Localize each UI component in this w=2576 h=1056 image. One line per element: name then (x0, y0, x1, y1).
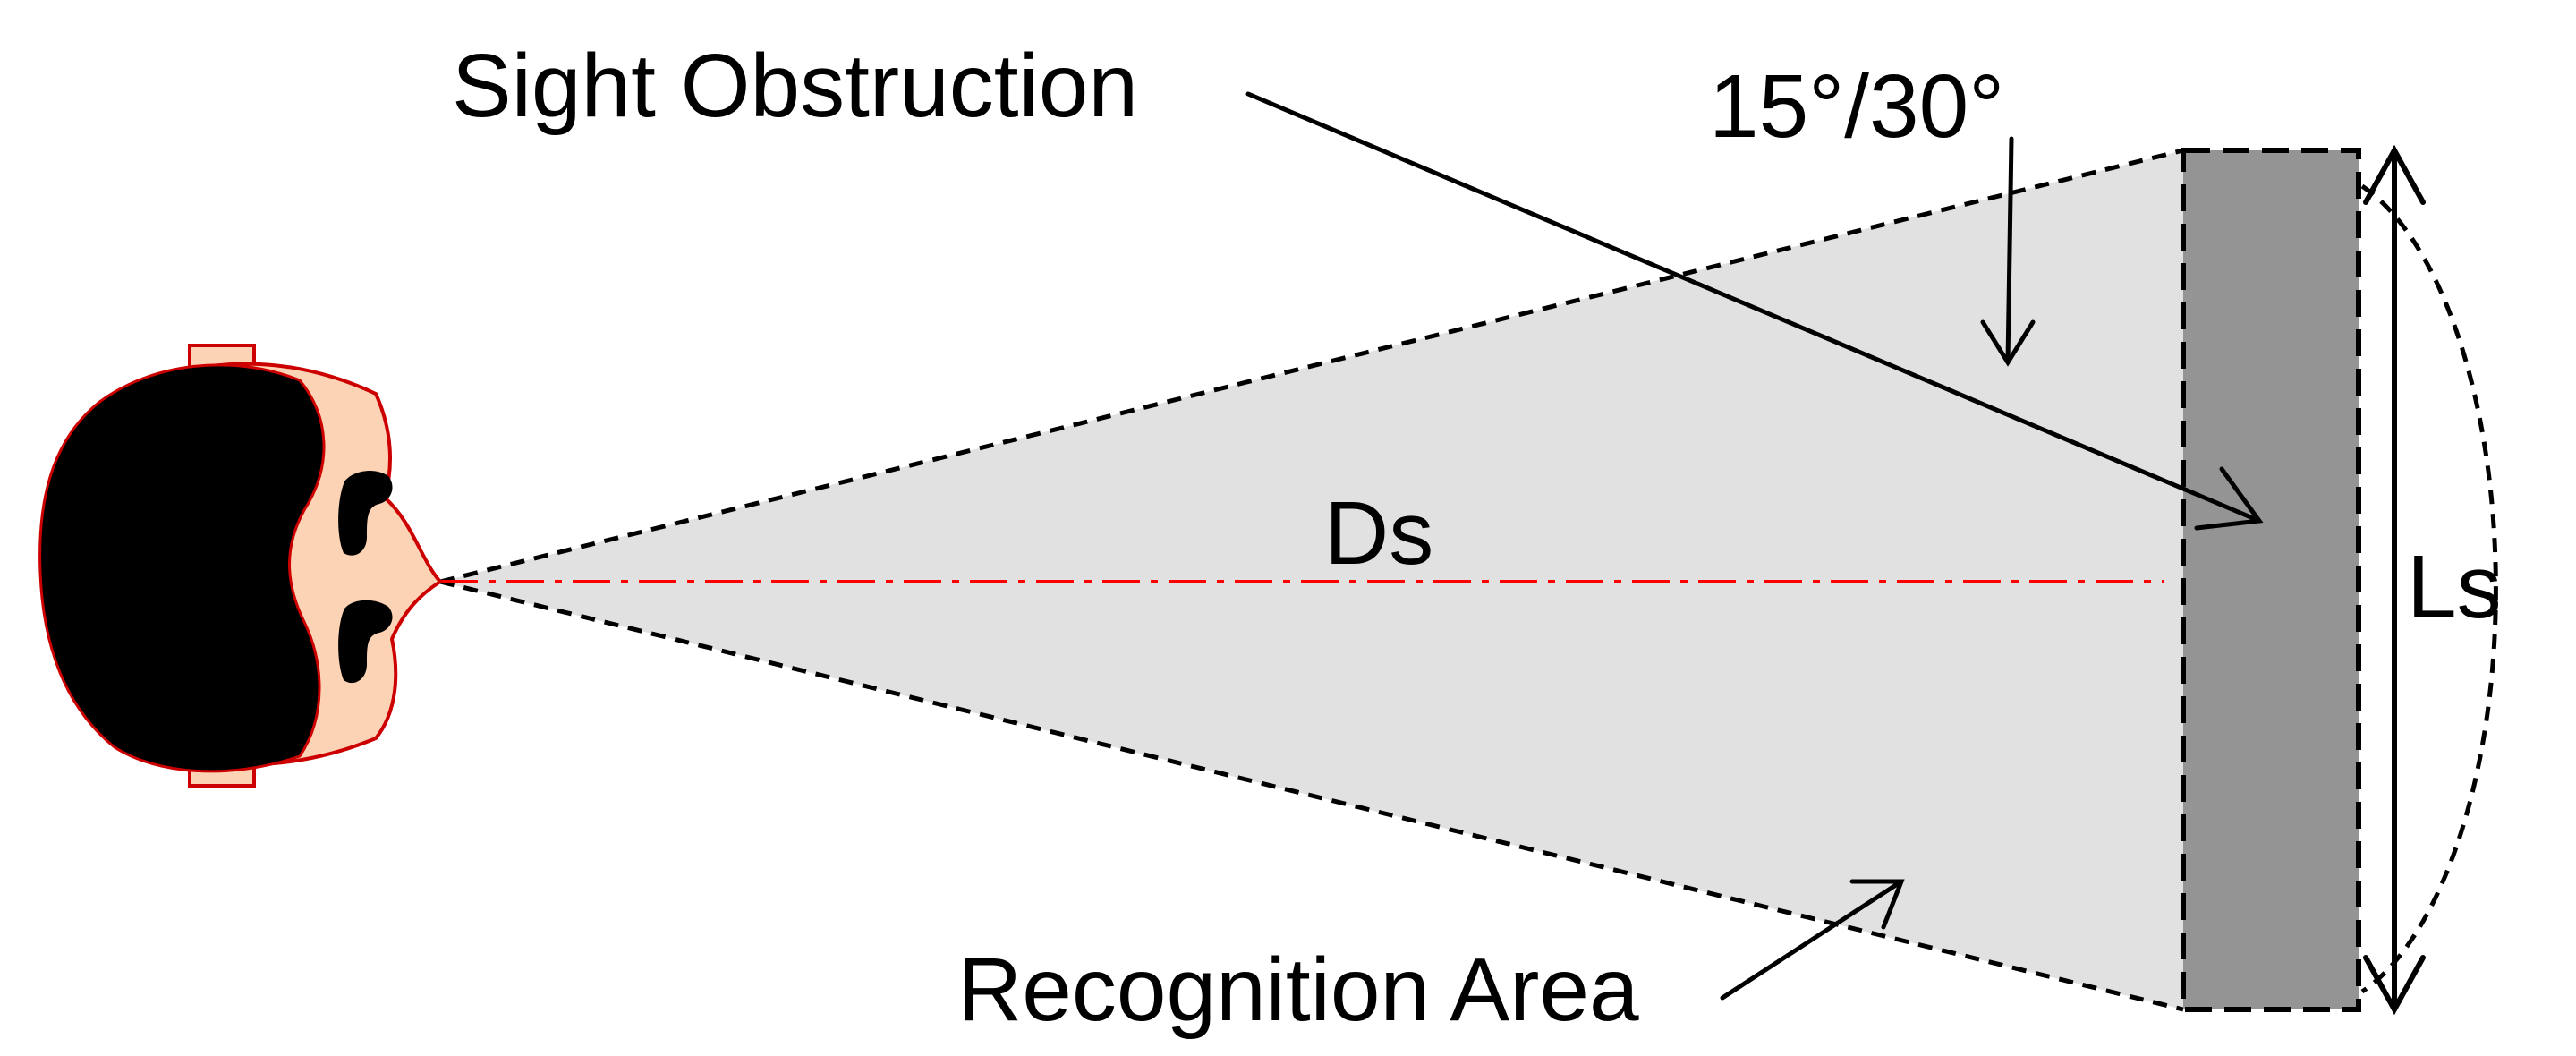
recognition-area-pointer-arrow (1720, 879, 1905, 1001)
eye-upper-icon (338, 471, 393, 556)
sight-obstruction-wall (2181, 148, 2361, 1012)
cone-upper-edge (439, 148, 2184, 584)
recognition-area-label: Recognition Area (957, 940, 1639, 1040)
sight-obstruction-pointer-arrow (1245, 91, 2264, 531)
angle-label: 15°/30° (1709, 56, 2004, 157)
length-label: Ls (2407, 537, 2502, 637)
ls-dimension-arrow (2363, 144, 2426, 1016)
distance-label: Ds (1324, 483, 1433, 583)
hair-icon (38, 363, 326, 773)
eye-lower-icon (338, 600, 393, 684)
angle-indicator-arrow (1980, 136, 2036, 367)
field-of-view-arc (2360, 183, 2498, 994)
cone-lower-edge (439, 579, 2184, 1012)
person-head-top-view-icon (38, 344, 444, 788)
sight-obstruction-label: Sight Obstruction (452, 36, 1138, 136)
